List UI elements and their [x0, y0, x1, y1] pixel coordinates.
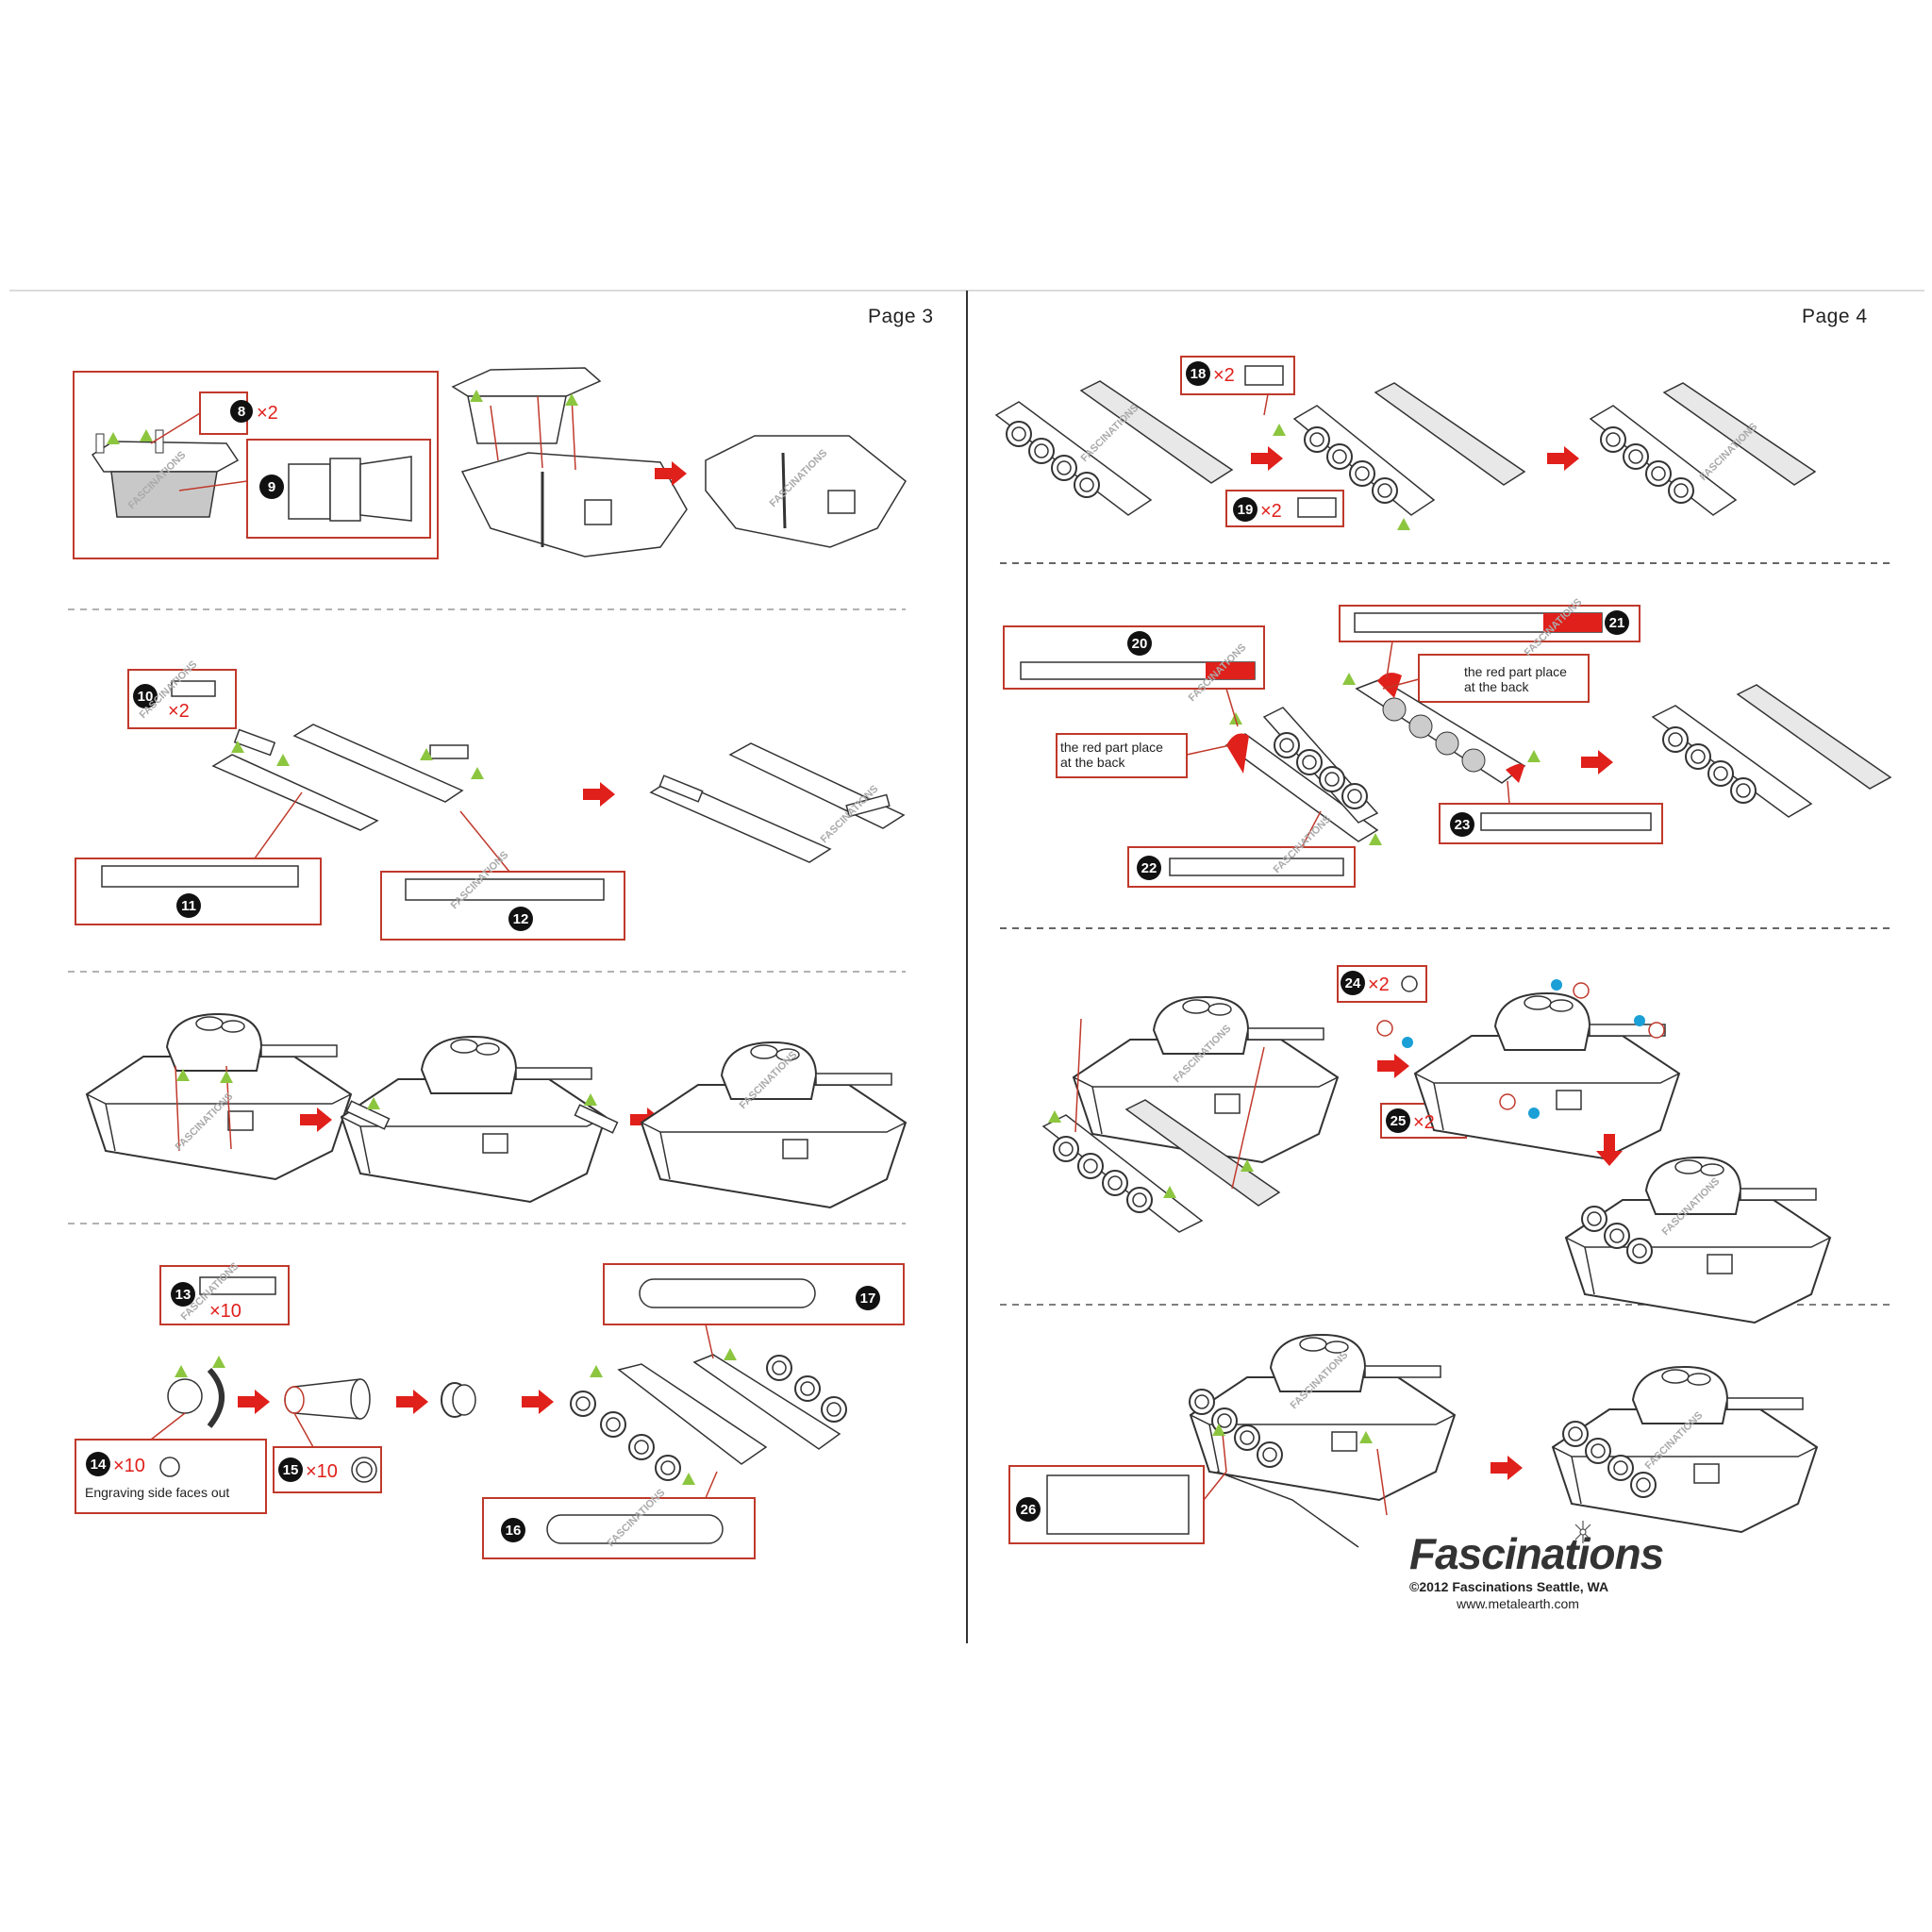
badge-25: 25 [1391, 1113, 1407, 1129]
note-line: the red part place [1060, 740, 1163, 755]
badge-26: 26 [1021, 1502, 1037, 1518]
badge-19: 19 [1238, 502, 1254, 518]
badge-20: 20 [1132, 636, 1148, 652]
copyright: ©2012 Fascinations Seattle, WA [1409, 1579, 1609, 1594]
step-parts-10-12 [75, 669, 906, 941]
badge-12: 12 [513, 911, 529, 927]
qty-10: ×2 [168, 701, 190, 722]
step-wheels-13-17 [75, 1263, 905, 1559]
step-parts-24-25 [1041, 965, 1831, 1324]
step-turret-hull [86, 1013, 907, 1208]
step-part-26 [1008, 1334, 1818, 1548]
badge-23: 23 [1455, 817, 1471, 833]
badge-14: 14 [91, 1457, 107, 1473]
qty-15: ×10 [306, 1461, 338, 1482]
sparkle-icon [1574, 1521, 1591, 1543]
page-label-right: Page 4 [1802, 306, 1868, 327]
note-line: at the back [1464, 679, 1529, 694]
red-part-note-left: the red part place at the back [1058, 740, 1165, 770]
step-parts-8-9 [73, 371, 439, 559]
badge-16: 16 [506, 1523, 522, 1539]
qty-13: ×10 [209, 1301, 242, 1322]
qty-24: ×2 [1368, 974, 1390, 995]
red-part-note-right: the red part place at the back [1462, 664, 1569, 694]
qty-18: ×2 [1213, 365, 1235, 386]
qty-14: ×10 [113, 1456, 145, 1476]
website-url: www.metalearth.com [1457, 1596, 1579, 1611]
badge-13: 13 [175, 1287, 192, 1303]
note-line: at the back [1060, 755, 1125, 770]
qty-19: ×2 [1260, 501, 1282, 522]
badge-22: 22 [1141, 860, 1158, 876]
page-label-left: Page 3 [868, 306, 934, 327]
step-parts-20-23 [1003, 605, 1892, 888]
badge-15: 15 [283, 1462, 299, 1478]
badge-21: 21 [1609, 615, 1625, 631]
badge-24: 24 [1345, 975, 1361, 991]
badge-17: 17 [860, 1291, 876, 1307]
badge-9: 9 [268, 479, 275, 495]
badge-10: 10 [138, 689, 154, 705]
step-8-9-assembly [451, 367, 907, 558]
badge-11: 11 [181, 898, 196, 914]
qty-8: ×2 [257, 403, 278, 424]
engraving-note: Engraving side faces out [85, 1485, 230, 1500]
note-line: the red part place [1464, 664, 1567, 679]
badge-18: 18 [1191, 366, 1207, 382]
brand-logo: Fascinations [1409, 1529, 1664, 1578]
badge-8: 8 [238, 404, 245, 420]
step-parts-18-19 [994, 356, 1817, 530]
qty-25: ×2 [1413, 1112, 1435, 1133]
